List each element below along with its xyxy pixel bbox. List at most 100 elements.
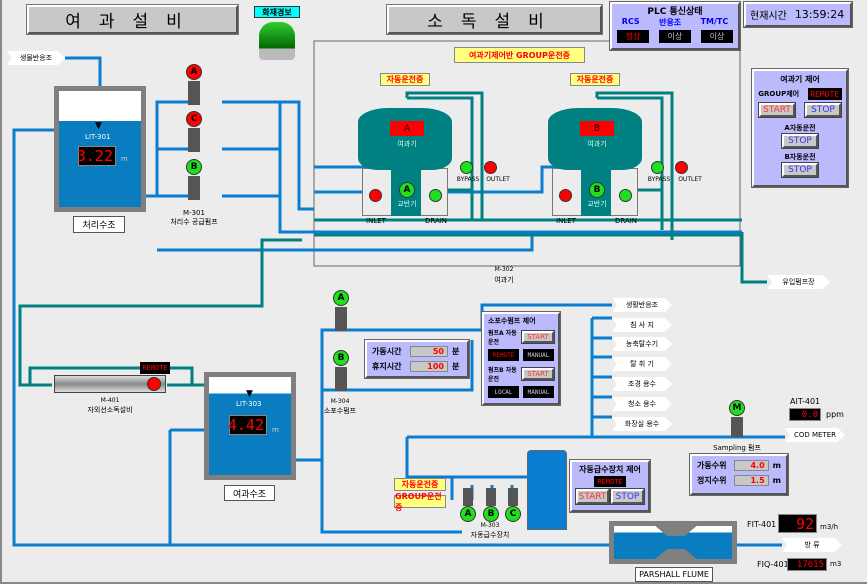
tag-cod-meter[interactable]: COD METER — [785, 428, 845, 442]
run-time-value[interactable]: 50 — [410, 346, 448, 357]
mixer-a-label: 교반기 — [397, 200, 417, 208]
pump304-name: 소포수펌프 — [323, 407, 357, 415]
foam-pump-b-icon[interactable]: B — [333, 350, 349, 366]
filter-a-status: 자동운전중 — [380, 73, 430, 86]
fire-alarm-label: 화재경보 — [254, 6, 300, 18]
filter-a-stop-button[interactable]: STOP — [781, 133, 819, 149]
run-level-unit: m — [772, 461, 781, 470]
filter-a-label: 여과기 — [397, 140, 417, 148]
tag-dest[interactable]: 조경 용수 — [612, 377, 672, 391]
filter-section-title: 여과설비 — [26, 4, 239, 35]
pump-body-icon — [335, 367, 347, 391]
tag-influent-pump[interactable]: 유입펌프장 — [767, 275, 830, 289]
inlet-b-valve-icon[interactable] — [559, 189, 572, 202]
flume-name: PARSHALL FLUME — [635, 567, 713, 582]
outlet-a-label: OUTLET — [486, 176, 510, 183]
mixer-b-icon[interactable]: B — [589, 182, 605, 198]
inlet-a-valve-icon[interactable] — [369, 189, 382, 202]
drain-b-label: DRAIN — [614, 217, 638, 225]
pump301-id: M-301 — [183, 209, 205, 217]
rest-time-label: 휴지시간 — [372, 362, 402, 371]
sampling-pump-icon[interactable]: M — [729, 400, 745, 416]
tag-dest[interactable]: 청소 용수 — [612, 397, 672, 411]
ait-value: 0.0 — [789, 408, 821, 421]
fit-value: 92 — [778, 514, 817, 533]
bypass-a-valve-icon[interactable] — [460, 161, 473, 174]
booster-stop-button[interactable]: STOP — [610, 488, 645, 505]
pump-a-start-button[interactable]: START — [521, 330, 555, 344]
rest-time-value[interactable]: 100 — [410, 361, 448, 372]
water-level-icon: ▼ — [246, 389, 253, 399]
tank303-unit: m — [272, 426, 279, 434]
filter-b-vessel[interactable] — [548, 108, 642, 170]
disinfect-section-title: 소독설비 — [386, 4, 603, 35]
stop-level-unit: m — [772, 476, 781, 485]
fire-alarm-beacon-icon[interactable] — [259, 22, 295, 60]
tag-dest[interactable]: 화장실 용수 — [612, 417, 672, 431]
tag-discharge[interactable]: 방 류 — [782, 538, 842, 552]
pump-body-icon — [731, 417, 743, 437]
booster-tank — [527, 450, 567, 530]
tag-bioreactor[interactable]: 생물반응조 — [7, 51, 65, 65]
bypass-b-valve-icon[interactable] — [651, 161, 664, 174]
booster-pump-c-icon[interactable]: C — [505, 506, 521, 522]
filter-b-stop-button[interactable]: STOP — [781, 162, 819, 178]
group-start-button[interactable]: START — [758, 102, 796, 118]
pump-301c-icon[interactable]: C — [186, 111, 202, 127]
foam-ctrl-title: 소포수펌프 제어 — [488, 317, 536, 325]
outlet-a-valve-icon[interactable] — [484, 161, 497, 174]
run-level-value[interactable]: 4.0 — [733, 460, 769, 471]
stop-level-value[interactable]: 1.5 — [733, 475, 769, 486]
current-time: 13:59:24 — [794, 8, 845, 21]
filter-b-letter: B — [580, 121, 614, 136]
pump-body-icon — [188, 128, 200, 152]
tag-dest[interactable]: 침 사 지 — [612, 318, 672, 332]
outlet-b-valve-icon[interactable] — [675, 161, 688, 174]
parshall-flume — [609, 521, 737, 564]
filtered-water-tank: ▼ LIT-303 4.42 m — [204, 372, 296, 480]
pump-b-manual[interactable]: MANUAL — [523, 386, 554, 398]
outlet-b-label: OUTLET — [678, 176, 702, 183]
drain-a-valve-icon[interactable] — [429, 189, 442, 202]
drain-b-valve-icon[interactable] — [619, 189, 632, 202]
uv-disinfection-unit[interactable] — [54, 375, 166, 393]
foam-pump-a-icon[interactable]: A — [333, 290, 349, 306]
pump-301b-icon[interactable]: B — [186, 159, 202, 175]
ait-unit: ppm — [826, 410, 844, 419]
tag-dest[interactable]: 생활반응조 — [612, 298, 672, 312]
plc-col-label: 반응조 — [659, 18, 682, 27]
booster-pump-a-icon[interactable]: A — [460, 506, 476, 522]
mixer-a-icon[interactable]: A — [399, 182, 415, 198]
pump-body-icon — [188, 81, 200, 105]
tank301-unit: m — [121, 155, 128, 163]
pump-b-mode: LOCAL — [488, 386, 519, 398]
booster-start-button[interactable]: START — [575, 488, 610, 505]
tag-dest[interactable]: 탈 취 기 — [612, 357, 672, 371]
filter-a-vessel[interactable] — [358, 108, 452, 170]
fiq-tag: FIQ-401 — [757, 560, 789, 569]
pump-body-icon — [508, 488, 518, 506]
pump-301a-icon[interactable]: A — [186, 64, 202, 80]
plc-status-tmtc: 이상 — [701, 30, 733, 43]
uv-name: 자외선소독설비 — [87, 406, 133, 414]
pump-a-manual[interactable]: MANUAL — [523, 349, 554, 361]
booster-status-group: GROUP운전중 — [394, 492, 446, 512]
plc-col-label: RCS — [621, 17, 640, 26]
inlet-b-label: INLET — [556, 217, 576, 225]
pump-b-start-button[interactable]: START — [521, 367, 555, 381]
tag-dest[interactable]: 농축탈수기 — [612, 337, 672, 351]
pump-a-auto-label: 펌프A 자동운전 — [488, 330, 517, 346]
ait-tag: AIT-401 — [790, 397, 821, 406]
tank301-level: 3.22 — [77, 146, 116, 166]
booster-mode: REMOTE — [594, 476, 626, 487]
time-label: 현재시간 — [750, 11, 787, 22]
run-level-label: 가동수위 — [697, 461, 727, 470]
bypass-b-label: BYPASS — [647, 176, 671, 183]
group-stop-button[interactable]: STOP — [804, 102, 842, 118]
filter-b-label: 여과기 — [587, 140, 607, 148]
uv-status-icon — [147, 377, 161, 391]
fit-unit: m3/h — [820, 523, 839, 531]
booster-pump-b-icon[interactable]: B — [483, 506, 499, 522]
